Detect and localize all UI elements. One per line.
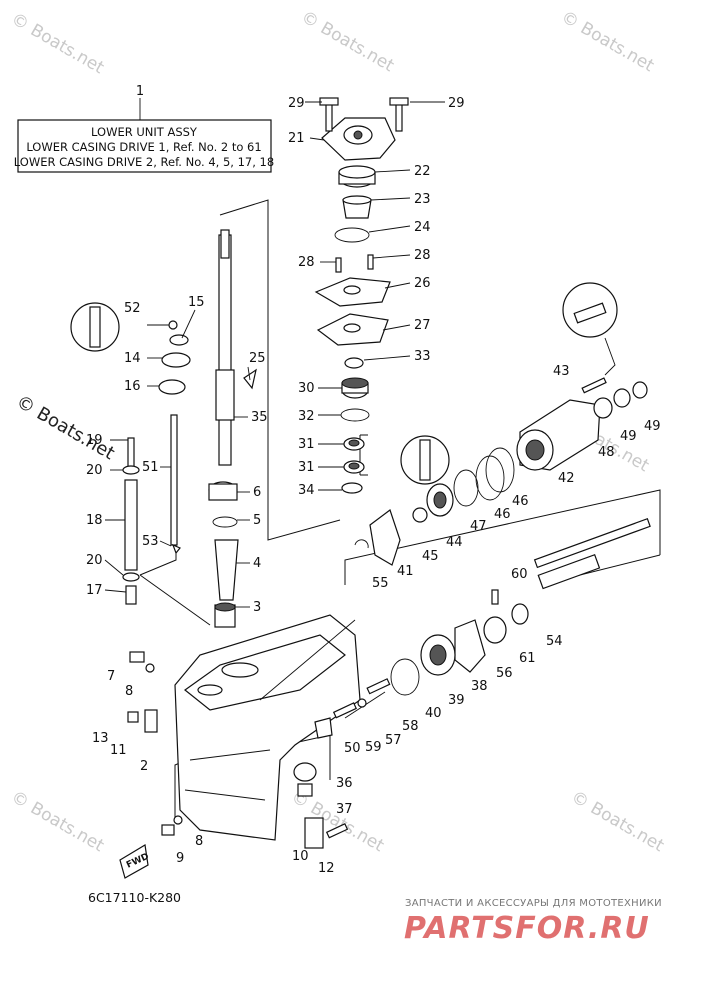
- callout: 5: [253, 513, 261, 528]
- watermark: © Boats.net: [288, 787, 388, 856]
- callout: 55: [372, 576, 389, 591]
- assembly-title: 1 LOWER UNIT ASSY LOWER CASING DRIVE 1, …: [14, 84, 274, 173]
- callout: 13: [92, 731, 109, 746]
- callout: 46: [512, 494, 529, 509]
- callout: 43: [553, 364, 570, 379]
- callout: 32: [298, 409, 315, 424]
- watermark: © Boats.net: [8, 9, 108, 78]
- callout: 44: [446, 535, 463, 550]
- callout: 39: [448, 693, 465, 708]
- diagram-code: 6C17110-K280: [88, 890, 181, 905]
- assembly-scope-2: LOWER CASING DRIVE 2, Ref. No. 4, 5, 17,…: [14, 155, 274, 169]
- callout: 30: [298, 381, 315, 396]
- callout: 21: [288, 131, 305, 146]
- callout: 3: [253, 600, 261, 615]
- watermark: © Boats.net: [568, 787, 668, 856]
- callout: 49: [644, 419, 661, 434]
- shift-rod-parts: [122, 320, 191, 605]
- assembly-name: LOWER UNIT ASSY: [91, 125, 198, 139]
- leader-lines: [104, 101, 445, 608]
- watermark: © Boats.net: [558, 7, 658, 76]
- callout: 16: [124, 379, 141, 394]
- detail-insets: [70, 282, 618, 485]
- callout: 59: [365, 740, 382, 755]
- callout: 25: [249, 351, 266, 366]
- callout: 40: [425, 706, 442, 721]
- propeller-shaft-parts: [293, 377, 651, 797]
- callout: 20: [86, 553, 103, 568]
- brand-logo: PARTSFOR.RU: [404, 911, 650, 946]
- callout: 19: [86, 433, 103, 448]
- callout: 38: [471, 679, 488, 694]
- callout: 41: [397, 564, 414, 579]
- callout: 36: [336, 776, 353, 791]
- callout: 60: [511, 567, 528, 582]
- callout: 52: [124, 301, 141, 316]
- watermark: © Boats.net: [298, 7, 398, 76]
- callout: 42: [558, 471, 575, 486]
- callout: 14: [124, 351, 141, 366]
- callout: 31: [298, 460, 315, 475]
- assembly-scope-1: LOWER CASING DRIVE 1, Ref. No. 2 to 61: [26, 140, 261, 154]
- callout: 61: [519, 651, 536, 666]
- callout: 9: [176, 851, 184, 866]
- drive-shaft-parts: [208, 229, 257, 628]
- callouts: 29 29 21 22 23 24 28 28 26 27 33 30 32 3…: [86, 96, 661, 876]
- callout: 15: [188, 295, 205, 310]
- callout: 49: [620, 429, 637, 444]
- callout: 10: [292, 849, 309, 864]
- assembly-frames: [139, 199, 661, 820]
- callout: 50: [344, 741, 361, 756]
- callout: 57: [385, 733, 402, 748]
- watermark: © Boats.net: [8, 787, 108, 856]
- callout: 4: [253, 556, 261, 571]
- callout: 17: [86, 583, 103, 598]
- callout: 12: [318, 861, 335, 876]
- callout: 33: [414, 349, 431, 364]
- callout: 46: [494, 507, 511, 522]
- callout: 20: [86, 463, 103, 478]
- callout: 28: [298, 255, 315, 270]
- callout: 24: [414, 220, 431, 235]
- callout: 56: [496, 666, 513, 681]
- callout: 11: [110, 743, 127, 758]
- water-pump-parts: [314, 97, 409, 494]
- callout: 51: [142, 460, 159, 475]
- callout: 27: [414, 318, 431, 333]
- lower-casing: [174, 614, 361, 841]
- callout: 45: [422, 549, 439, 564]
- callout: 1: [136, 84, 144, 99]
- callout: 18: [86, 513, 103, 528]
- callout: 53: [142, 534, 159, 549]
- callout: 34: [298, 483, 315, 498]
- brand-tagline: ЗАПЧАСТИ И АКСЕССУАРЫ ДЛЯ МОТОТЕХНИКИ: [405, 898, 662, 909]
- callout: 31: [298, 437, 315, 452]
- callout: 35: [251, 410, 268, 425]
- callout: 22: [414, 164, 431, 179]
- callout: 23: [414, 192, 431, 207]
- callout: 29: [288, 96, 305, 111]
- callout: 54: [546, 634, 563, 649]
- callout: 47: [470, 519, 487, 534]
- callout: 6: [253, 485, 261, 500]
- callout: 26: [414, 276, 431, 291]
- callout: 8: [125, 684, 133, 699]
- callout: 28: [414, 248, 431, 263]
- watermark: © Boats.net: [13, 391, 119, 464]
- callout: 29: [448, 96, 465, 111]
- callout: 48: [598, 445, 615, 460]
- callout: 37: [336, 802, 353, 817]
- callout: 58: [402, 719, 419, 734]
- hardware-parts: FWD: [119, 651, 349, 879]
- callout: 2: [140, 759, 148, 774]
- callout: 8: [195, 834, 203, 849]
- callout: 7: [107, 669, 115, 684]
